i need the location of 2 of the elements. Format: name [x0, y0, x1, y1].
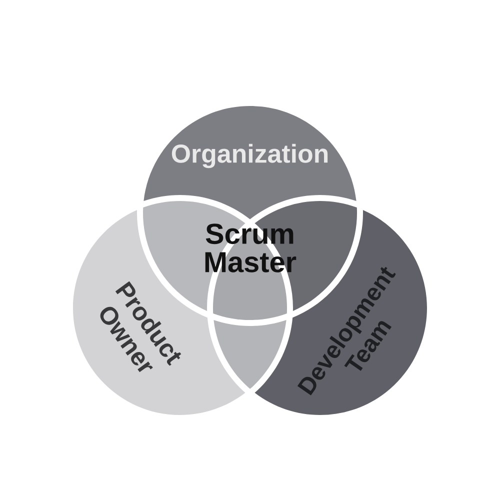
set-region: Organization — [144, 106, 356, 220]
overlap-region — [214, 320, 286, 389]
